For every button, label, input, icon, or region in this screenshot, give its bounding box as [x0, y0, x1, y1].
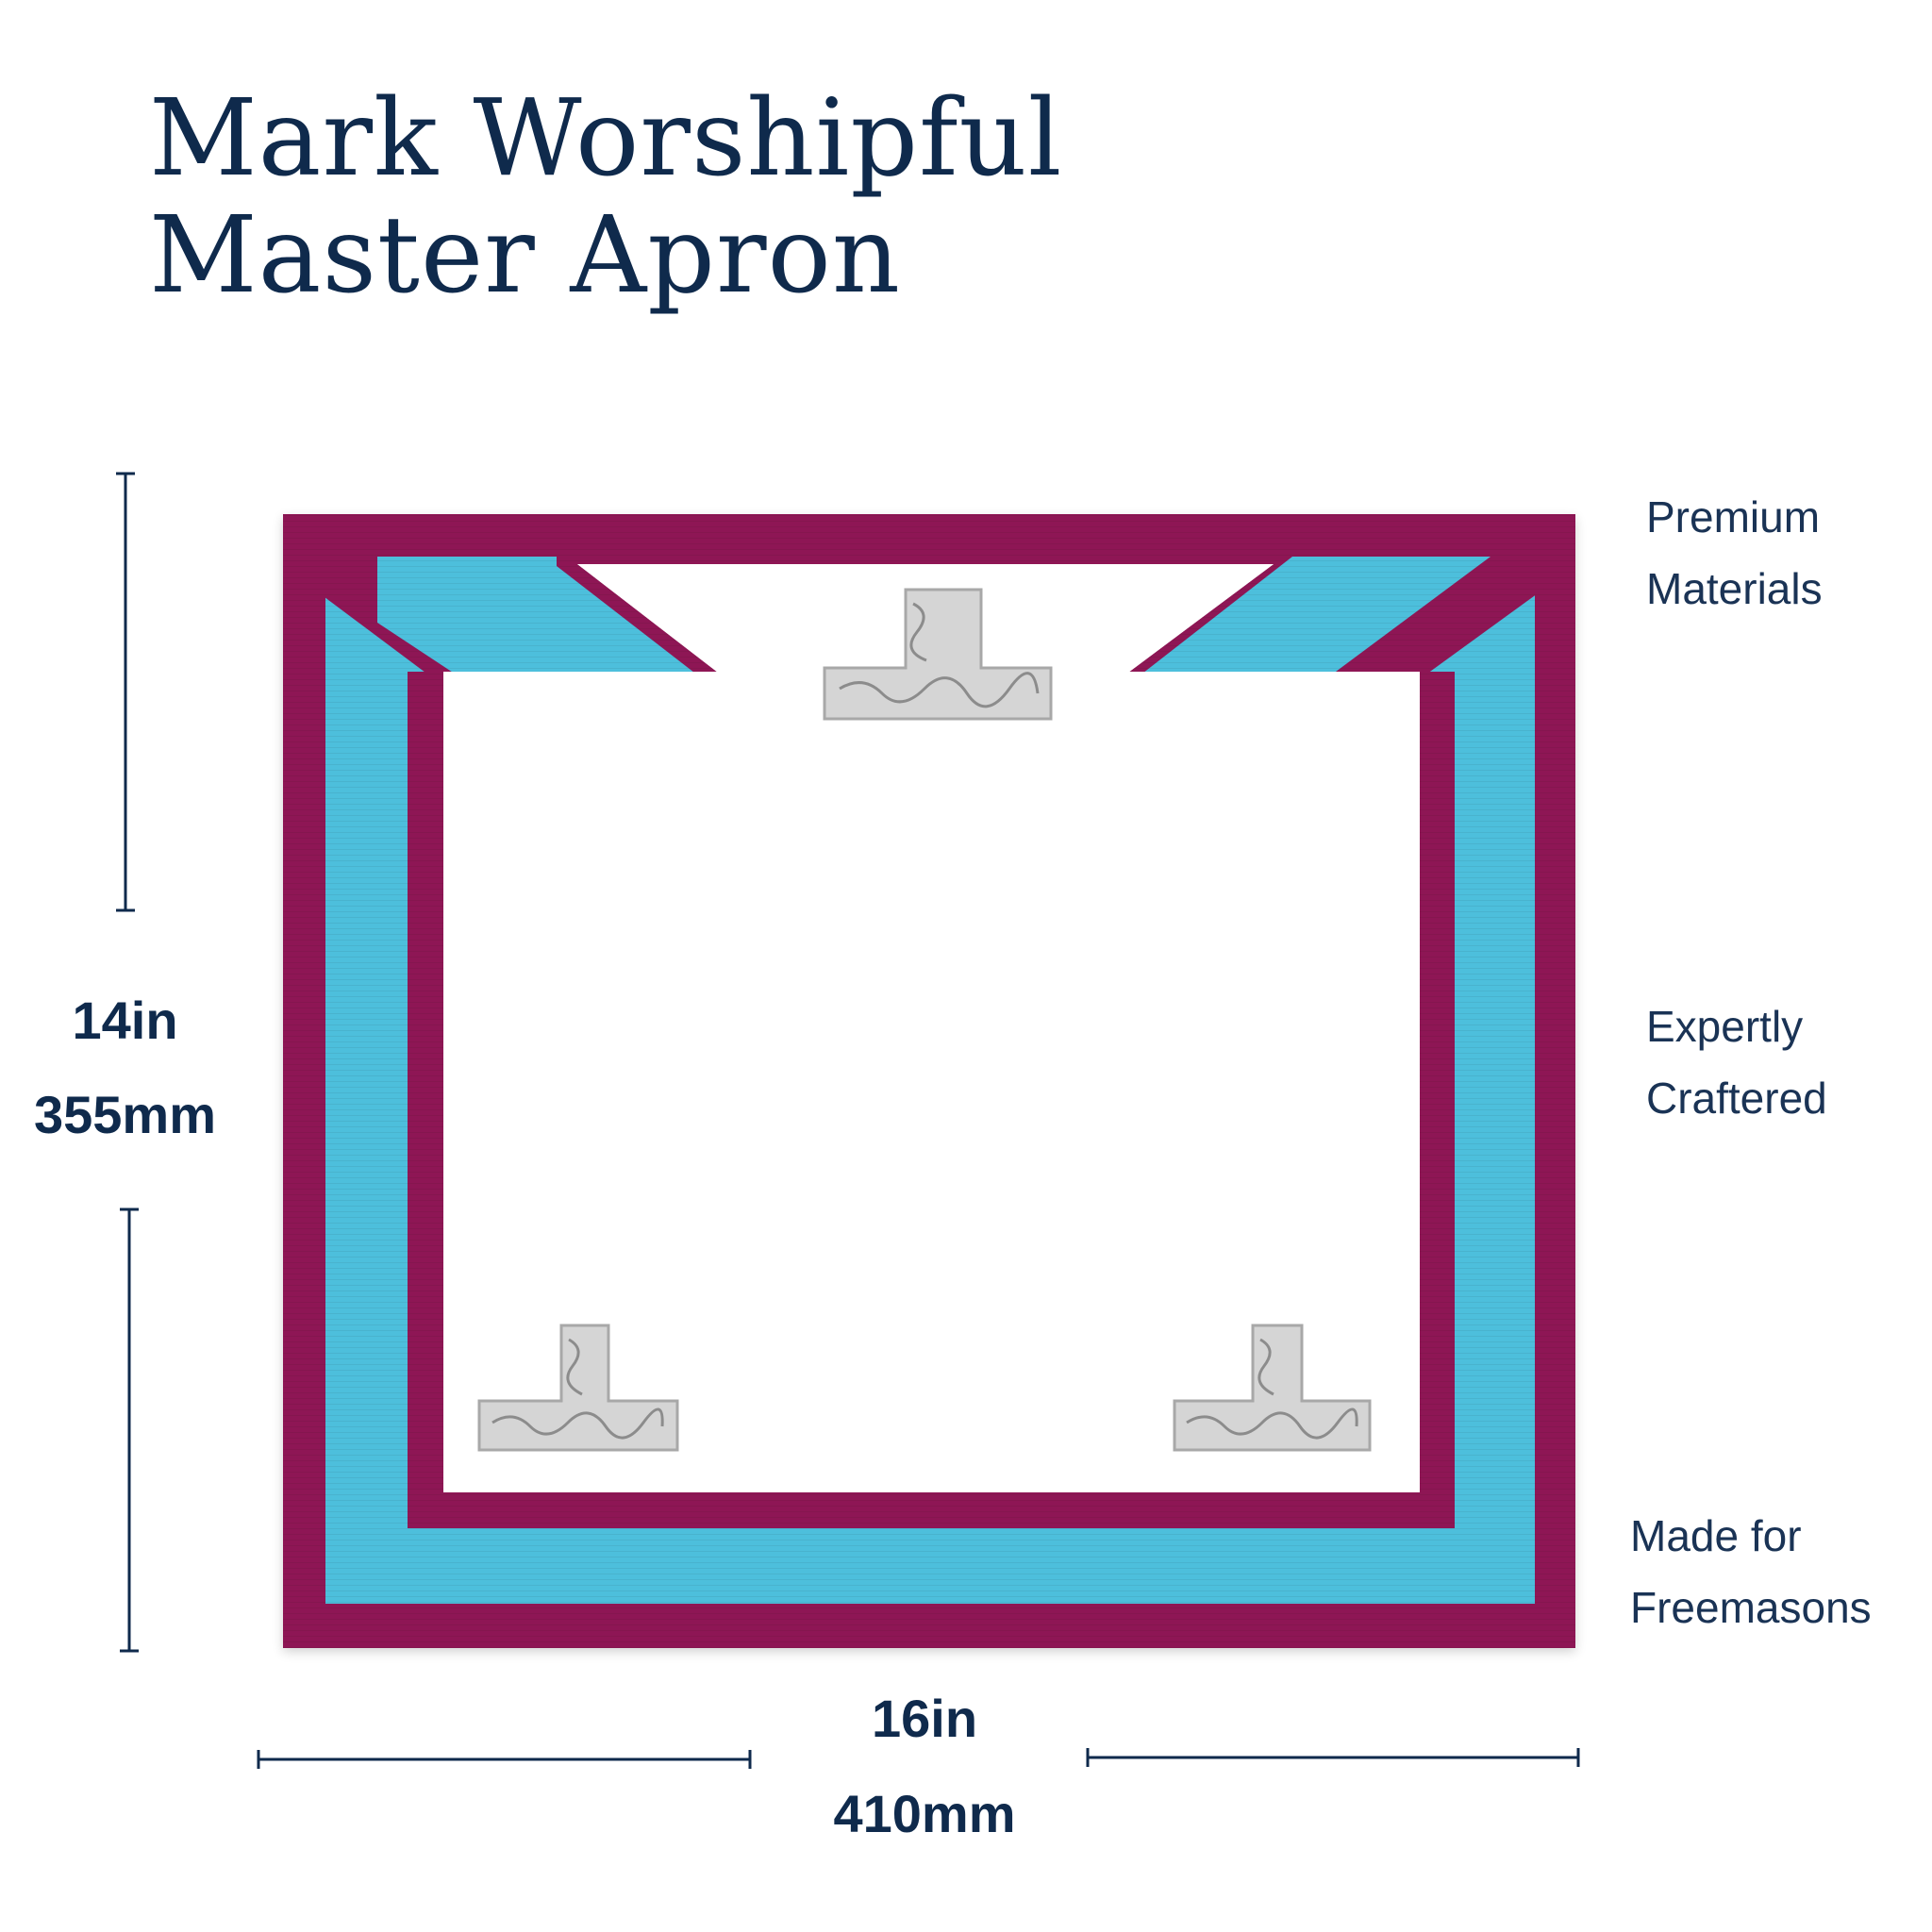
height-label: 14in 355mm — [0, 991, 250, 1145]
page-title: Mark Worshipful Master Apron — [149, 80, 1062, 314]
width-rule — [257, 1748, 1580, 1769]
level-icon — [1173, 1324, 1372, 1452]
title-line-2: Master Apron — [149, 194, 902, 317]
feature-premium-materials: Premium Materials — [1646, 492, 1823, 613]
width-inches: 16in — [871, 1689, 978, 1748]
height-millimeters: 355mm — [33, 1085, 217, 1144]
width-label: 16in 410mm — [783, 1689, 1066, 1844]
width-millimeters: 410mm — [833, 1784, 1016, 1843]
level-icon — [823, 588, 1053, 721]
feature-expertly-craftered: Expertly Craftered — [1646, 1002, 1827, 1123]
title-line-1: Mark Worshipful — [149, 77, 1063, 200]
feature-made-for-freemasons: Made for Freemasons — [1630, 1511, 1872, 1632]
height-inches: 14in — [72, 991, 178, 1050]
height-rule — [116, 472, 139, 1653]
level-icon — [477, 1324, 679, 1452]
